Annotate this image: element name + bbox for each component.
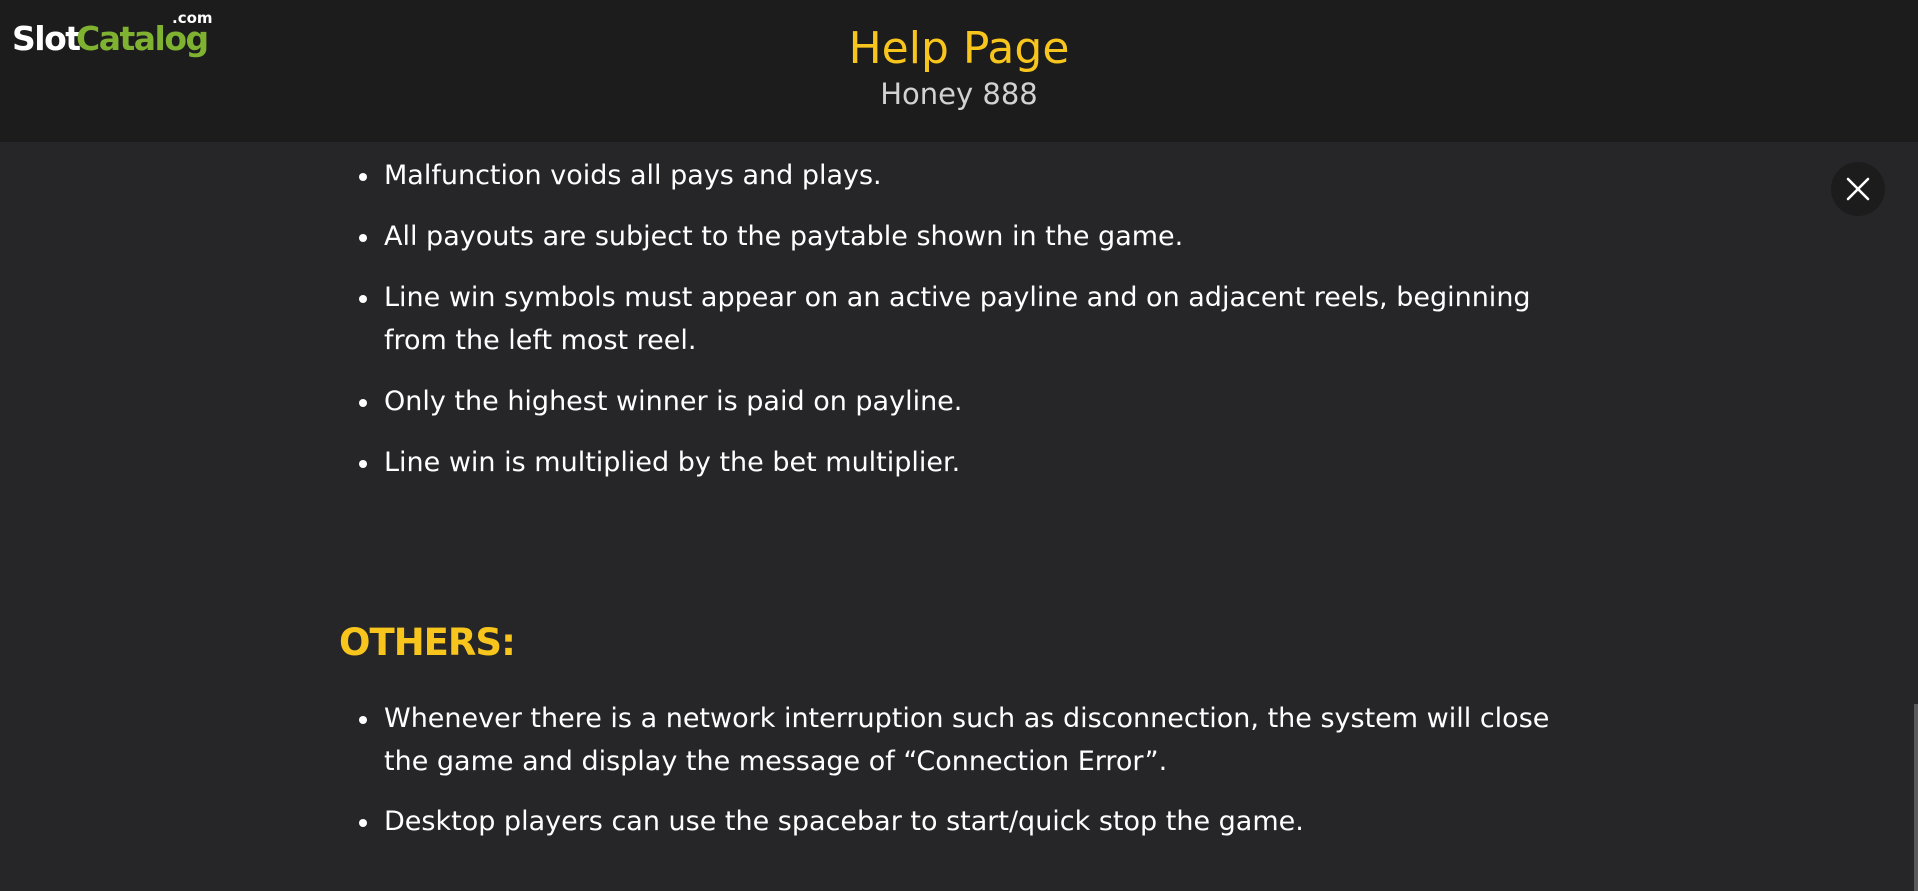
list-item: Whenever there is a network interruption…	[359, 697, 1564, 783]
list-item: Only the highest winner is paid on payli…	[359, 380, 1564, 423]
logo-slot-text: Slot	[12, 19, 81, 58]
slotcatalog-logo[interactable]: Slot Catalog .com	[12, 9, 213, 62]
help-content: Malfunction voids all pays and plays. Al…	[0, 142, 1918, 891]
list-item: Line win symbols must appear on an activ…	[359, 276, 1564, 362]
list-item: Desktop players can use the spacebar to …	[359, 800, 1564, 843]
list-item: All payouts are subject to the paytable …	[359, 215, 1564, 258]
logo-com-text: .com	[172, 9, 213, 27]
list-item: Line win is multiplied by the bet multip…	[359, 441, 1564, 484]
close-button[interactable]	[1831, 162, 1885, 216]
close-icon	[1846, 177, 1870, 201]
scrollbar-thumb[interactable]	[1914, 704, 1918, 891]
header: Slot Catalog .com Help Page Honey 888	[0, 0, 1918, 142]
list-item: Malfunction voids all pays and plays.	[359, 154, 1564, 197]
logo-catalog-text: Catalog	[76, 19, 209, 58]
others-heading: OTHERS:	[339, 621, 516, 664]
page-title: Help Page	[848, 23, 1070, 74]
game-name: Honey 888	[880, 77, 1038, 111]
